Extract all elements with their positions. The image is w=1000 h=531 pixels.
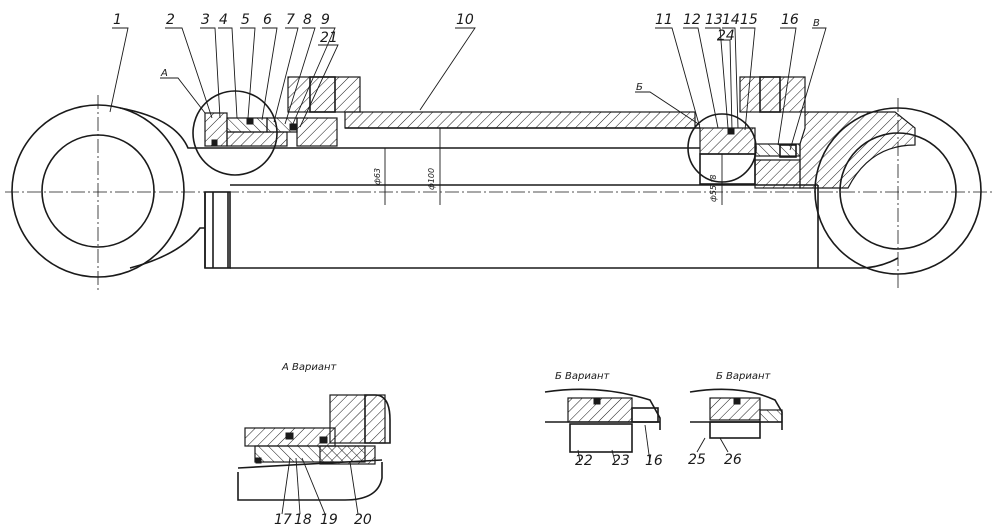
callout-6: 6 <box>263 12 272 28</box>
marker-b: Б <box>636 82 643 93</box>
dim-piston-label: ф55,f8 <box>709 175 718 202</box>
detail-b-title-2: Б Вариант <box>716 371 772 382</box>
callout-17: 17 <box>274 512 292 528</box>
piston-assembly <box>687 113 801 189</box>
marker-a: A <box>160 68 168 79</box>
callout-11: 11 <box>655 12 673 28</box>
callout-18: 18 <box>294 512 312 528</box>
callout-21: 21 <box>320 30 338 46</box>
marker-v: В <box>813 18 820 29</box>
callout-12: 12 <box>683 12 701 28</box>
callout-13: 13 <box>705 12 723 28</box>
detail-a-circle <box>192 90 278 176</box>
callout-4: 4 <box>219 12 228 28</box>
callout-15: 15 <box>740 12 758 28</box>
callout-7: 7 <box>286 12 295 28</box>
callout-16: 16 <box>781 12 799 28</box>
piston-rod <box>204 147 700 269</box>
callout-24: 24 <box>717 28 735 44</box>
port-left <box>287 76 361 113</box>
callout-8: 8 <box>303 12 312 28</box>
cylinder-tube-body <box>230 184 819 269</box>
end-cap-right <box>799 98 982 290</box>
dimension-lines <box>384 128 723 205</box>
dim-bore-label: ф100 <box>427 168 436 190</box>
callout-22: 22 <box>575 453 593 469</box>
callout-26: 26 <box>724 452 742 468</box>
callout-20: 20 <box>354 512 372 528</box>
detail-b-view-2: Б Вариант 25 26 <box>688 371 783 468</box>
dim-rod-label: ф63 <box>373 168 382 185</box>
callout-14: 14 <box>722 12 740 28</box>
rod-guide-assembly <box>192 90 338 176</box>
cylinder-tube-wall <box>344 111 696 129</box>
callout-16-detail: 16 <box>645 453 663 469</box>
detail-a-title: А Вариант <box>281 362 338 373</box>
rod-eye-left <box>11 95 205 290</box>
callout-3: 3 <box>201 12 210 28</box>
detail-a-view: А Вариант 17 18 19 20 <box>237 362 391 528</box>
callout-5: 5 <box>241 12 250 28</box>
leader-lines <box>109 27 827 151</box>
callout-19: 19 <box>320 512 338 528</box>
port-right <box>739 76 806 113</box>
callout-9: 9 <box>321 12 330 28</box>
detail-b-view-1: Б Вариант 22 23 16 <box>544 371 663 469</box>
callout-1: 1 <box>113 12 122 28</box>
callout-2: 2 <box>166 12 175 28</box>
detail-b-title-1: Б Вариант <box>555 371 611 382</box>
callout-23: 23 <box>612 453 630 469</box>
callout-25: 25 <box>688 452 706 468</box>
main-assembly: ф63 ф100 ф55,f8 1 <box>5 12 995 290</box>
callout-10: 10 <box>456 12 474 28</box>
